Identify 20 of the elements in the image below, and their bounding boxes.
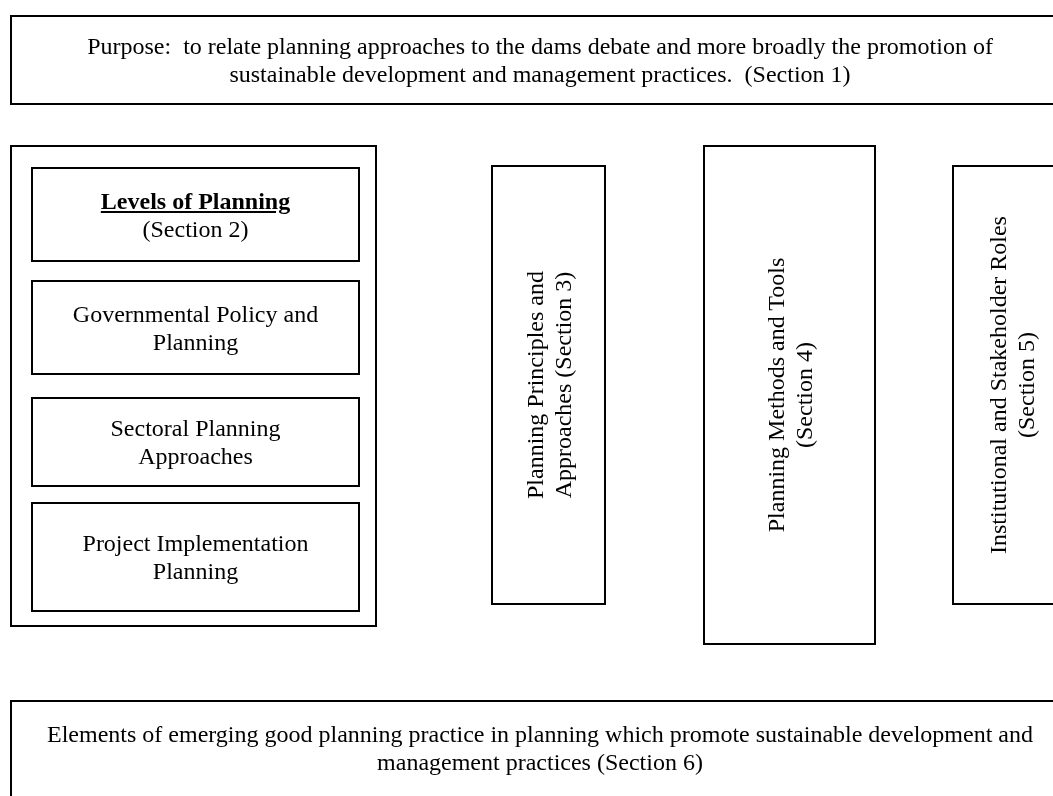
box-label: Governmental Policy and Planning: [71, 299, 320, 356]
vertical-text-box: [952, 165, 1053, 605]
heading: Levels of Planning: [100, 186, 291, 215]
box-label: (Section 2): [142, 214, 249, 243]
vertical-label: Planning Principles and Approaches (Section 3): [520, 270, 577, 501]
text-box: [10, 15, 1053, 105]
text-box: [31, 167, 360, 262]
box-label: Project Implementation Planning: [81, 529, 310, 585]
box-label: Sectoral Planning Approaches: [109, 414, 282, 470]
text-box: [31, 502, 360, 612]
box-label: Elements of emerging good planning practice in planning which promote sustainable development and management practices (Section 6): [46, 719, 1034, 776]
text-box: [10, 700, 1053, 796]
vertical-text-box: [703, 145, 876, 645]
group-box: [10, 145, 377, 627]
vertical-label: Institutional and Stakeholder Roles (Section 5): [984, 215, 1040, 556]
vertical-label: Planning Methods and Tools (Section 4): [761, 256, 818, 535]
box-label: Purpose: to relate planning approaches to the dams debate and more broadly the promotion of sustainable development and management practices. (Section 1): [86, 32, 994, 88]
text-box: [31, 397, 360, 487]
vertical-text-box: [491, 165, 606, 605]
text-box: [31, 280, 360, 375]
